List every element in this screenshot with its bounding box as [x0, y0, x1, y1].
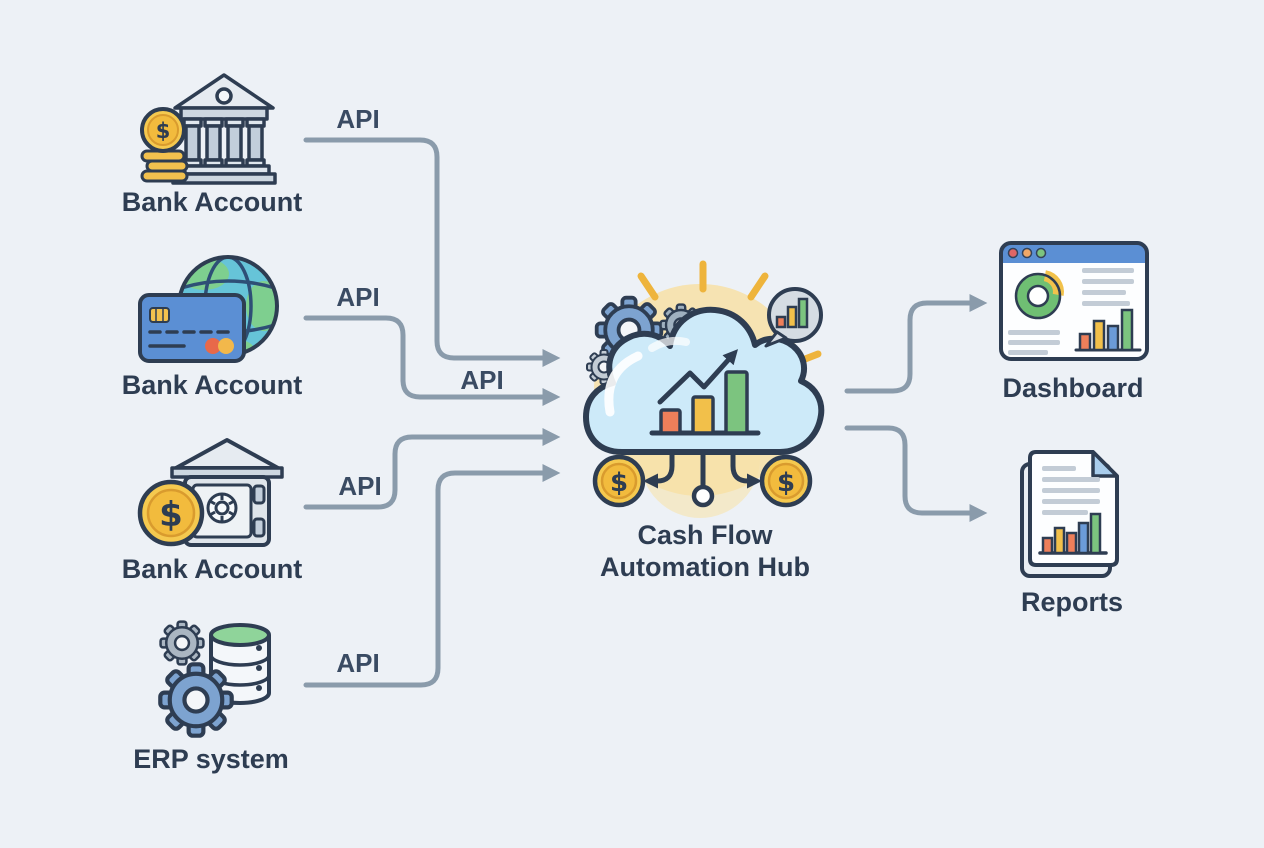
connector-hub-to-reports [844, 425, 988, 522]
card-chip [149, 307, 170, 323]
money-arrow-left [643, 449, 675, 489]
gears-database-icon [159, 620, 271, 736]
coin-dollar-symbol: $ [777, 468, 795, 498]
browser-title-bar [1001, 243, 1147, 263]
connector-bank1-to-hub [303, 137, 561, 367]
hub-bar-chart-icon [649, 349, 761, 436]
source-node-bank-account-1: $ Bank Account [122, 73, 303, 217]
source-connectors [303, 137, 561, 688]
card-circle-red [205, 338, 221, 354]
api-label-3: API [460, 365, 503, 395]
bank-columns [182, 117, 266, 168]
output-node-reports: Reports [1020, 450, 1123, 617]
trend-arrow-icon [657, 349, 739, 405]
report-document-icon [1020, 450, 1119, 578]
donut-chart-icon [1014, 270, 1064, 320]
coin-dollar-symbol: $ [610, 468, 628, 498]
cloud-highlight [604, 351, 643, 417]
report-bar-chart-icon [1038, 512, 1108, 555]
credit-card-globe-icon [138, 255, 279, 363]
source-label-bank-3: Bank Account [122, 554, 303, 584]
window-dot-red [1007, 247, 1019, 259]
vault-with-coin-icon [137, 438, 284, 547]
source-label-bank-2: Bank Account [122, 370, 303, 400]
output-label-dashboard: Dashboard [1002, 373, 1143, 403]
coin-stack [140, 149, 189, 183]
connector-hub-to-dashboard [844, 294, 988, 394]
window-dot-orange [1021, 247, 1033, 259]
output-connectors [844, 294, 988, 522]
card-circle-yellow [218, 338, 234, 354]
dashboard-bar-chart-icon [1074, 308, 1142, 352]
api-label-2: API [336, 282, 379, 312]
connector-erp-to-hub [303, 464, 561, 688]
api-label-1: API [336, 104, 379, 134]
api-label-5: API [336, 648, 379, 678]
connector-bank2-to-hub [303, 315, 561, 406]
connector-node-dot [691, 484, 715, 508]
browser-dashboard-icon [999, 241, 1149, 361]
source-label-bank-1: Bank Account [122, 187, 303, 217]
vault-dial [206, 492, 238, 524]
pediment-window [215, 87, 233, 105]
money-arrow-right [730, 449, 762, 489]
hub-label-line2: Automation Hub [600, 552, 810, 582]
api-label-4: API [338, 471, 381, 501]
page-fold-corner [1091, 450, 1119, 478]
hub-money-flow [592, 449, 813, 508]
report-text-lines [1042, 466, 1100, 515]
hub-node: $ $ Cash Flow Automation Hub [583, 260, 825, 582]
coin-dollar-symbol: $ [156, 119, 171, 143]
gear-icon [159, 620, 205, 666]
output-label-reports: Reports [1021, 587, 1123, 617]
source-node-bank-account-2: Bank Account [122, 255, 303, 400]
dashboard-text-lines [1008, 268, 1134, 355]
source-node-bank-account-3: $ Bank Account [122, 438, 303, 584]
window-dot-green [1035, 247, 1047, 259]
hub-label-line1: Cash Flow [637, 520, 773, 550]
credit-card [138, 293, 246, 363]
gear-icon [160, 664, 231, 735]
source-label-erp: ERP system [133, 744, 289, 774]
speech-bubble-chart-icon [764, 287, 823, 348]
cloud-icon [583, 306, 825, 455]
bank-building-with-coins-icon [140, 73, 277, 185]
connector-bank3-to-hub [303, 428, 561, 510]
database-icon [209, 623, 271, 705]
coin-dollar-symbol: $ [159, 495, 183, 535]
source-node-erp-system: ERP system [133, 620, 289, 774]
output-node-dashboard: Dashboard [999, 241, 1149, 403]
